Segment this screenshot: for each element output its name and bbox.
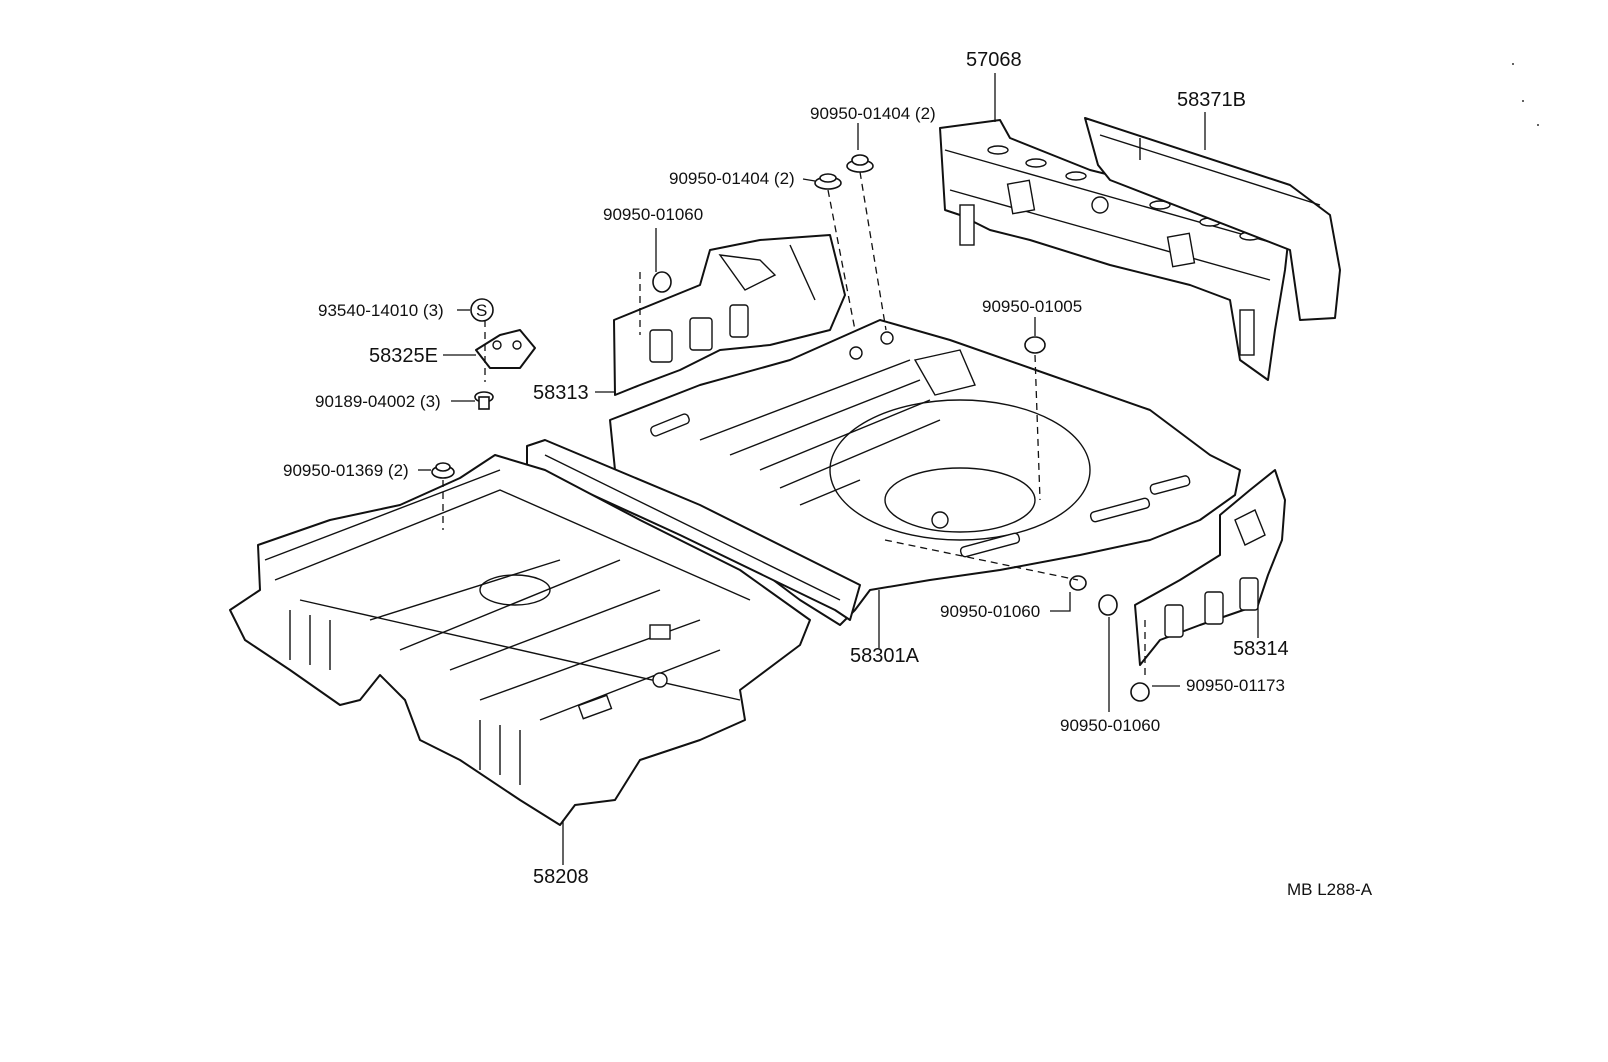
label-58208: 58208	[533, 866, 589, 888]
plug-90950-01060-mid	[1069, 575, 1087, 591]
plug-90950-01060-top	[652, 271, 672, 293]
bracket-58325e	[475, 329, 536, 369]
label-58301a: 58301A	[850, 645, 920, 667]
rear-panel-57068	[939, 119, 1291, 381]
label-90950-01404-b: 90950-01404 (2)	[810, 104, 936, 123]
label-57068: 57068	[966, 49, 1022, 71]
label-93540-14010: 93540-14010 (3)	[318, 301, 444, 320]
label-58325e: 58325E	[369, 345, 438, 367]
label-90950-01060-bot: 90950-01060	[1060, 716, 1160, 735]
label-90189-04002: 90189-04002 (3)	[315, 392, 441, 411]
label-90950-01369: 90950-01369 (2)	[283, 461, 409, 480]
s-mark-icon	[470, 298, 494, 322]
label-90950-01060-mid: 90950-01060	[940, 602, 1040, 621]
label-58371b: 58371B	[1177, 89, 1246, 111]
plug-90950-01005	[1024, 336, 1046, 354]
speck	[1522, 100, 1524, 102]
side-panel-58314	[1134, 469, 1286, 666]
label-90950-01005: 90950-01005	[982, 297, 1082, 316]
plug-90950-01404-b	[846, 154, 874, 173]
plug-90950-01060-bot	[1098, 594, 1118, 616]
center-floor-panel-58208	[229, 454, 811, 826]
rear-panel-upper-58371b	[1084, 117, 1341, 321]
plug-90950-01369	[431, 462, 455, 479]
plug-90950-01404-a	[814, 173, 842, 190]
label-90950-01404-a: 90950-01404 (2)	[669, 169, 795, 188]
speck	[1537, 124, 1539, 126]
speck	[1512, 63, 1514, 65]
label-90950-01173: 90950-01173	[1186, 676, 1285, 695]
bolt-90189-04002	[474, 391, 494, 410]
plug-90950-01173	[1130, 682, 1150, 702]
diagram-code: MB L288-A	[1287, 880, 1373, 899]
side-panel-58313	[613, 234, 846, 396]
label-58314: 58314	[1233, 638, 1289, 660]
label-90950-01060-top: 90950-01060	[603, 205, 703, 224]
s-mark-label: S	[476, 301, 487, 320]
label-58313: 58313	[533, 382, 589, 404]
